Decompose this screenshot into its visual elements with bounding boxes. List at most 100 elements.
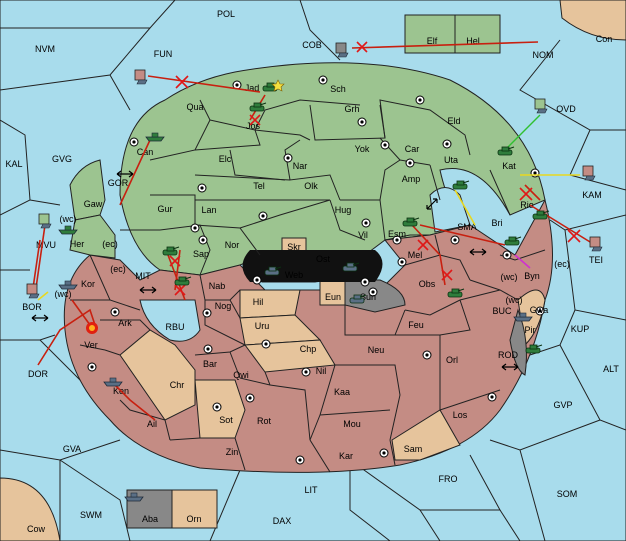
fleet-ship-icon-tei[interactable] bbox=[589, 236, 603, 252]
territory-label-bri[interactable]: Bri bbox=[492, 218, 503, 228]
territory-label-hil[interactable]: Hil bbox=[253, 297, 264, 307]
sea-label-gvp[interactable]: GVP bbox=[553, 400, 572, 410]
territory-label-qua[interactable]: Qua bbox=[186, 102, 203, 112]
territory-hil-shape[interactable] bbox=[239, 289, 301, 319]
army-tank-icon-jos[interactable] bbox=[249, 102, 267, 112]
territory-label-elf[interactable]: Elf bbox=[427, 36, 438, 46]
territory-orn-shape[interactable] bbox=[171, 489, 218, 529]
territory-label-elc[interactable]: Elc bbox=[219, 154, 232, 164]
territory-label-kar[interactable]: Kar bbox=[339, 451, 353, 461]
territory-label-feu[interactable]: Feu bbox=[408, 320, 424, 330]
sea-label-gor[interactable]: GOR bbox=[108, 178, 129, 188]
army-tank-icon-nab[interactable] bbox=[174, 276, 192, 286]
territory-label-tel[interactable]: Tel bbox=[253, 181, 265, 191]
territory-label-orl[interactable]: Orl bbox=[446, 355, 458, 365]
territory-label-gwa[interactable]: Gwa bbox=[530, 305, 549, 315]
territory-label-nab[interactable]: Nab bbox=[209, 281, 226, 291]
fleet-ship-icon-ovd[interactable] bbox=[534, 98, 548, 114]
army-tank-icon-ost[interactable] bbox=[342, 262, 360, 272]
territory-label-vil[interactable]: Vil bbox=[358, 230, 368, 240]
army-tank-icon-kat[interactable] bbox=[497, 146, 515, 156]
territory-her-shape[interactable] bbox=[69, 214, 116, 259]
territory-gaw-shape[interactable] bbox=[69, 159, 106, 221]
sea-label-kup[interactable]: KUP bbox=[571, 324, 590, 334]
territory-label-eun[interactable]: Eun bbox=[325, 292, 341, 302]
territory-label-uru[interactable]: Uru bbox=[255, 321, 270, 331]
territory-label-aba[interactable]: Aba bbox=[142, 514, 158, 524]
territory-label-yok[interactable]: Yok bbox=[355, 144, 370, 154]
territory-label-ver[interactable]: Ver bbox=[84, 340, 98, 350]
territory-label-pir[interactable]: Pir bbox=[525, 325, 536, 335]
territory-pir-shape[interactable] bbox=[509, 308, 527, 376]
territory-label-car[interactable]: Car bbox=[405, 144, 420, 154]
territory-label-byn[interactable]: Byn bbox=[524, 271, 540, 281]
sea-label-fro[interactable]: FRO bbox=[439, 474, 458, 484]
sea-label-gva[interactable]: GVA bbox=[63, 444, 81, 454]
sea-label-mit[interactable]: MIT bbox=[135, 271, 151, 281]
territory-label-web[interactable]: Web bbox=[285, 270, 303, 280]
territory-label-her[interactable]: Her bbox=[70, 239, 85, 249]
territory-label-chp[interactable]: Chp bbox=[300, 344, 317, 354]
fleet-ship-icon-mvu[interactable] bbox=[38, 213, 52, 229]
fleet-ship-icon-can[interactable] bbox=[145, 132, 165, 142]
territory-label-orn[interactable]: Orn bbox=[186, 514, 201, 524]
territory-label-olk[interactable]: Olk bbox=[304, 181, 318, 191]
army-tank-icon-uta[interactable] bbox=[452, 180, 470, 190]
territory-label-bar[interactable]: Bar bbox=[203, 359, 217, 369]
territory-label-kat[interactable]: Kat bbox=[502, 161, 516, 171]
sea-label-som[interactable]: SOM bbox=[557, 489, 578, 499]
army-tank-icon-obs[interactable] bbox=[447, 288, 465, 298]
territory-label-nar[interactable]: Nar bbox=[293, 161, 308, 171]
sea-label-ovd[interactable]: OVD bbox=[556, 104, 576, 114]
sea-label-tei[interactable]: TEI bbox=[589, 255, 603, 265]
sea-label-cob[interactable]: COB bbox=[302, 40, 322, 50]
territory-label-qwi[interactable]: Qwi bbox=[233, 370, 249, 380]
territory-label-nor[interactable]: Nor bbox=[225, 240, 240, 250]
sea-label-nom[interactable]: NOM bbox=[533, 50, 554, 60]
sea-label-sma[interactable]: SMA bbox=[457, 222, 477, 232]
fleet-ship-icon-ken[interactable] bbox=[103, 377, 123, 387]
territory-label-rot[interactable]: Rot bbox=[257, 416, 272, 426]
fleet-ship-icon-aba[interactable] bbox=[124, 492, 144, 502]
fleet-ship-icon-gor[interactable] bbox=[58, 225, 78, 235]
sea-label-dax[interactable]: DAX bbox=[273, 516, 292, 526]
territory-label-chr[interactable]: Chr bbox=[170, 380, 185, 390]
territory-label-jos[interactable]: Jos bbox=[246, 121, 261, 131]
fleet-ship-icon-bor[interactable] bbox=[26, 283, 40, 299]
sea-label-buc[interactable]: BUC bbox=[492, 306, 512, 316]
territory-label-zin[interactable]: Zin bbox=[226, 447, 239, 457]
sea-label-rbu[interactable]: RBU bbox=[165, 322, 184, 332]
territory-label-nil[interactable]: Nil bbox=[316, 366, 327, 376]
fleet-ship-icon-fun[interactable] bbox=[134, 69, 148, 85]
territory-label-jad[interactable]: Jad bbox=[245, 83, 260, 93]
army-tank-icon-bri[interactable] bbox=[504, 236, 522, 246]
territory-label-cow[interactable]: Cow bbox=[27, 524, 46, 534]
army-tank-icon-pir-south[interactable] bbox=[525, 344, 543, 354]
sea-label-swm[interactable]: SWM bbox=[80, 510, 102, 520]
sea-label-rod[interactable]: ROD bbox=[498, 350, 519, 360]
territory-label-mou[interactable]: Mou bbox=[343, 419, 361, 429]
fleet-ship-icon-kor[interactable] bbox=[58, 280, 78, 290]
sea-label-nvm[interactable]: NVM bbox=[35, 44, 55, 54]
sea-label-mvu[interactable]: MVU bbox=[36, 240, 56, 250]
army-tank-icon-sun[interactable] bbox=[349, 294, 367, 304]
army-tank-icon-sap[interactable] bbox=[162, 246, 180, 256]
army-tank-icon-esm[interactable] bbox=[402, 217, 420, 227]
territory-label-con[interactable]: Con bbox=[596, 34, 613, 44]
territory-label-ail[interactable]: Ail bbox=[147, 419, 157, 429]
territory-label-amp[interactable]: Amp bbox=[402, 174, 421, 184]
territory-hel-shape[interactable] bbox=[454, 14, 501, 54]
territory-label-gaw[interactable]: Gaw bbox=[84, 199, 103, 209]
territory-sam-shape[interactable] bbox=[391, 409, 461, 461]
territory-label-uta[interactable]: Uta bbox=[444, 155, 458, 165]
fleet-ship-icon-cob[interactable] bbox=[335, 42, 349, 58]
territory-label-neu[interactable]: Neu bbox=[368, 345, 385, 355]
sea-label-kam[interactable]: KAM bbox=[582, 190, 602, 200]
territory-label-nog[interactable]: Nog bbox=[215, 301, 232, 311]
territory-label-skr[interactable]: Skr bbox=[287, 242, 301, 252]
territory-label-obs[interactable]: Obs bbox=[419, 279, 436, 289]
army-tank-icon-web[interactable] bbox=[264, 266, 282, 276]
territory-label-sot[interactable]: Sot bbox=[219, 415, 233, 425]
territory-label-eld[interactable]: Eld bbox=[447, 116, 460, 126]
army-tank-icon-rie[interactable] bbox=[532, 210, 550, 220]
